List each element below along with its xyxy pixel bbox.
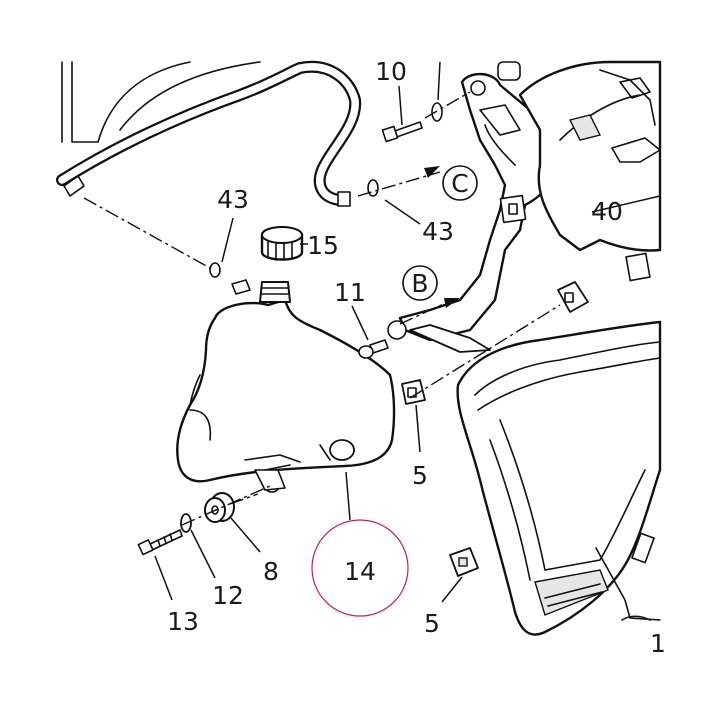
label-8: 8 — [263, 557, 279, 586]
assembly-lines — [83, 91, 561, 526]
nut-clip-5-lower — [449, 547, 479, 577]
hose-icon — [56, 60, 362, 207]
label-15: 15 — [307, 231, 339, 260]
filler-cap-icon — [260, 226, 304, 261]
clip-43-upper — [367, 179, 379, 197]
label-43-left: 43 — [217, 185, 249, 214]
grommet-8 — [204, 492, 235, 523]
screw-13 — [137, 529, 183, 556]
side-fairing-icon — [456, 320, 662, 636]
label-1: 1 — [650, 629, 666, 658]
label-5-upper: 5 — [412, 461, 428, 490]
screw-11 — [358, 339, 389, 359]
reference-b-label: B — [411, 269, 428, 298]
label-40: 40 — [591, 197, 623, 226]
direction-arrows — [424, 166, 460, 308]
bracket-icon — [387, 72, 562, 353]
nut-clip-5-upper — [401, 379, 426, 405]
screw-10 — [381, 102, 443, 143]
label-5-lower: 5 — [424, 609, 440, 638]
reference-c: C — [442, 165, 478, 201]
clip-fairing-top — [557, 281, 589, 313]
reference-c-label: C — [451, 169, 468, 198]
part-labels: 10 43 43 40 15 11 5 5 8 12 13 14 1 — [167, 57, 666, 658]
highlight-circle — [311, 519, 409, 617]
background-frame-top-left — [61, 61, 261, 143]
label-43-right: 43 — [422, 217, 454, 246]
panel-40 — [497, 60, 662, 282]
label-13: 13 — [167, 607, 199, 636]
label-14: 14 — [344, 557, 376, 586]
label-10: 10 — [375, 57, 407, 86]
label-12: 12 — [212, 581, 244, 610]
reference-b: B — [402, 265, 438, 301]
leader-lines — [154, 61, 661, 603]
clip-43-left — [209, 262, 221, 278]
label-11: 11 — [334, 278, 366, 307]
coolant-reservoir-icon — [176, 279, 396, 493]
